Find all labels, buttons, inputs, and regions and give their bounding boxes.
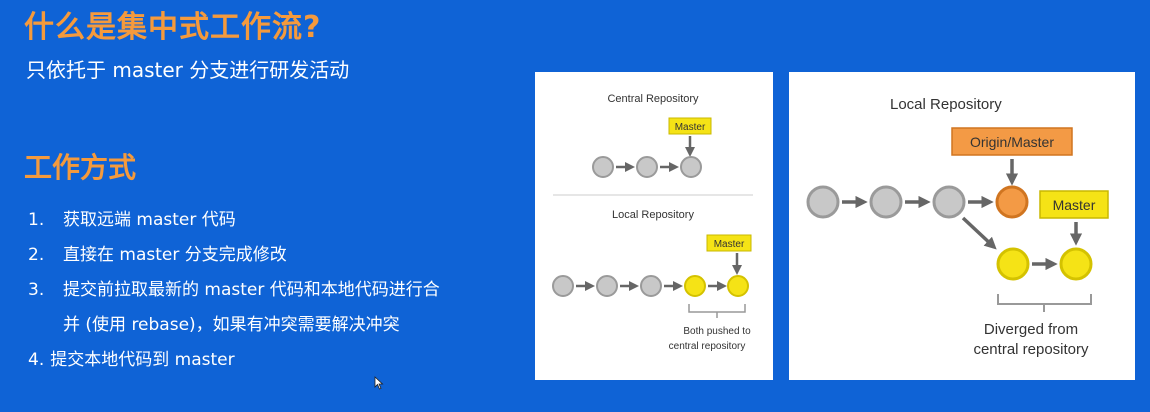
bracket (997, 294, 1092, 312)
centralized-workflow-diagram: Central Repository Master Local Reposito… (535, 72, 773, 380)
step-text: 获取远端 master 代码 (63, 210, 236, 230)
master-tag-label: Master (1053, 197, 1096, 213)
step-text: 直接在 master 分支完成修改 (63, 245, 287, 265)
commit (806, 185, 840, 219)
mouse-cursor-icon (374, 376, 384, 390)
step-item-continuation: 并 (使用 rebase)，如果有冲突需要解决冲突 (28, 308, 528, 343)
diverged-repository-diagram: Local Repository Origin/Master Master Di… (789, 72, 1135, 380)
step-text: 提交本地代码到 master (50, 350, 235, 370)
note-line-2: central repository (973, 341, 1089, 358)
step-number: 2. (28, 245, 45, 265)
local-commit (1059, 247, 1093, 281)
note-line-1: Both pushed to (683, 326, 751, 337)
central-repo-label: Central Repository (607, 93, 699, 105)
step-number: 4. (28, 350, 45, 370)
local-repo-label: Local Repository (612, 209, 694, 221)
local-repo-label: Local Repository (890, 96, 1002, 113)
master-tag (1039, 190, 1109, 219)
local-master-tag-label: Master (714, 239, 745, 250)
step-item: 4.提交本地代码到 master (28, 343, 528, 378)
step-item: 1. 获取远端 master 代码 (28, 203, 528, 238)
central-commit (636, 156, 658, 178)
new-local-commit (684, 275, 706, 297)
local-commit (996, 247, 1030, 281)
step-text: 提交前拉取最新的 master 代码和本地代码进行合 (63, 280, 440, 300)
step-item: 2. 直接在 master 分支完成修改 (28, 238, 528, 273)
diverge-arrow (961, 216, 997, 250)
step-item: 3. 提交前拉取最新的 master 代码和本地代码进行合 (28, 273, 528, 308)
local-master-tag (706, 234, 752, 252)
slide-title: 什么是集中式工作流? (24, 10, 322, 45)
bracket (688, 304, 746, 318)
step-number: 1. (28, 210, 45, 230)
local-commit (596, 275, 618, 297)
step-number: 3. (28, 280, 45, 300)
note-line-1: Diverged from (984, 321, 1078, 338)
origin-master-tag (951, 127, 1073, 156)
new-local-commit (727, 275, 749, 297)
commit (869, 185, 903, 219)
local-commit (552, 275, 574, 297)
section-heading: 工作方式 (24, 151, 137, 184)
master-tag-label: Master (675, 122, 706, 133)
central-commit (680, 156, 702, 178)
central-commit (592, 156, 614, 178)
note-line-2: central repository (669, 341, 746, 352)
step-text: 并 (使用 rebase)，如果有冲突需要解决冲突 (63, 315, 400, 335)
local-commit (640, 275, 662, 297)
slide-subtitle: 只依托于 master 分支进行研发活动 (26, 58, 350, 82)
origin-master-tag-label: Origin/Master (970, 134, 1054, 150)
master-tag (668, 117, 712, 135)
origin-commit (995, 185, 1029, 219)
commit (932, 185, 966, 219)
steps-list: 1. 获取远端 master 代码 2. 直接在 master 分支完成修改 3. 提… (28, 203, 528, 378)
